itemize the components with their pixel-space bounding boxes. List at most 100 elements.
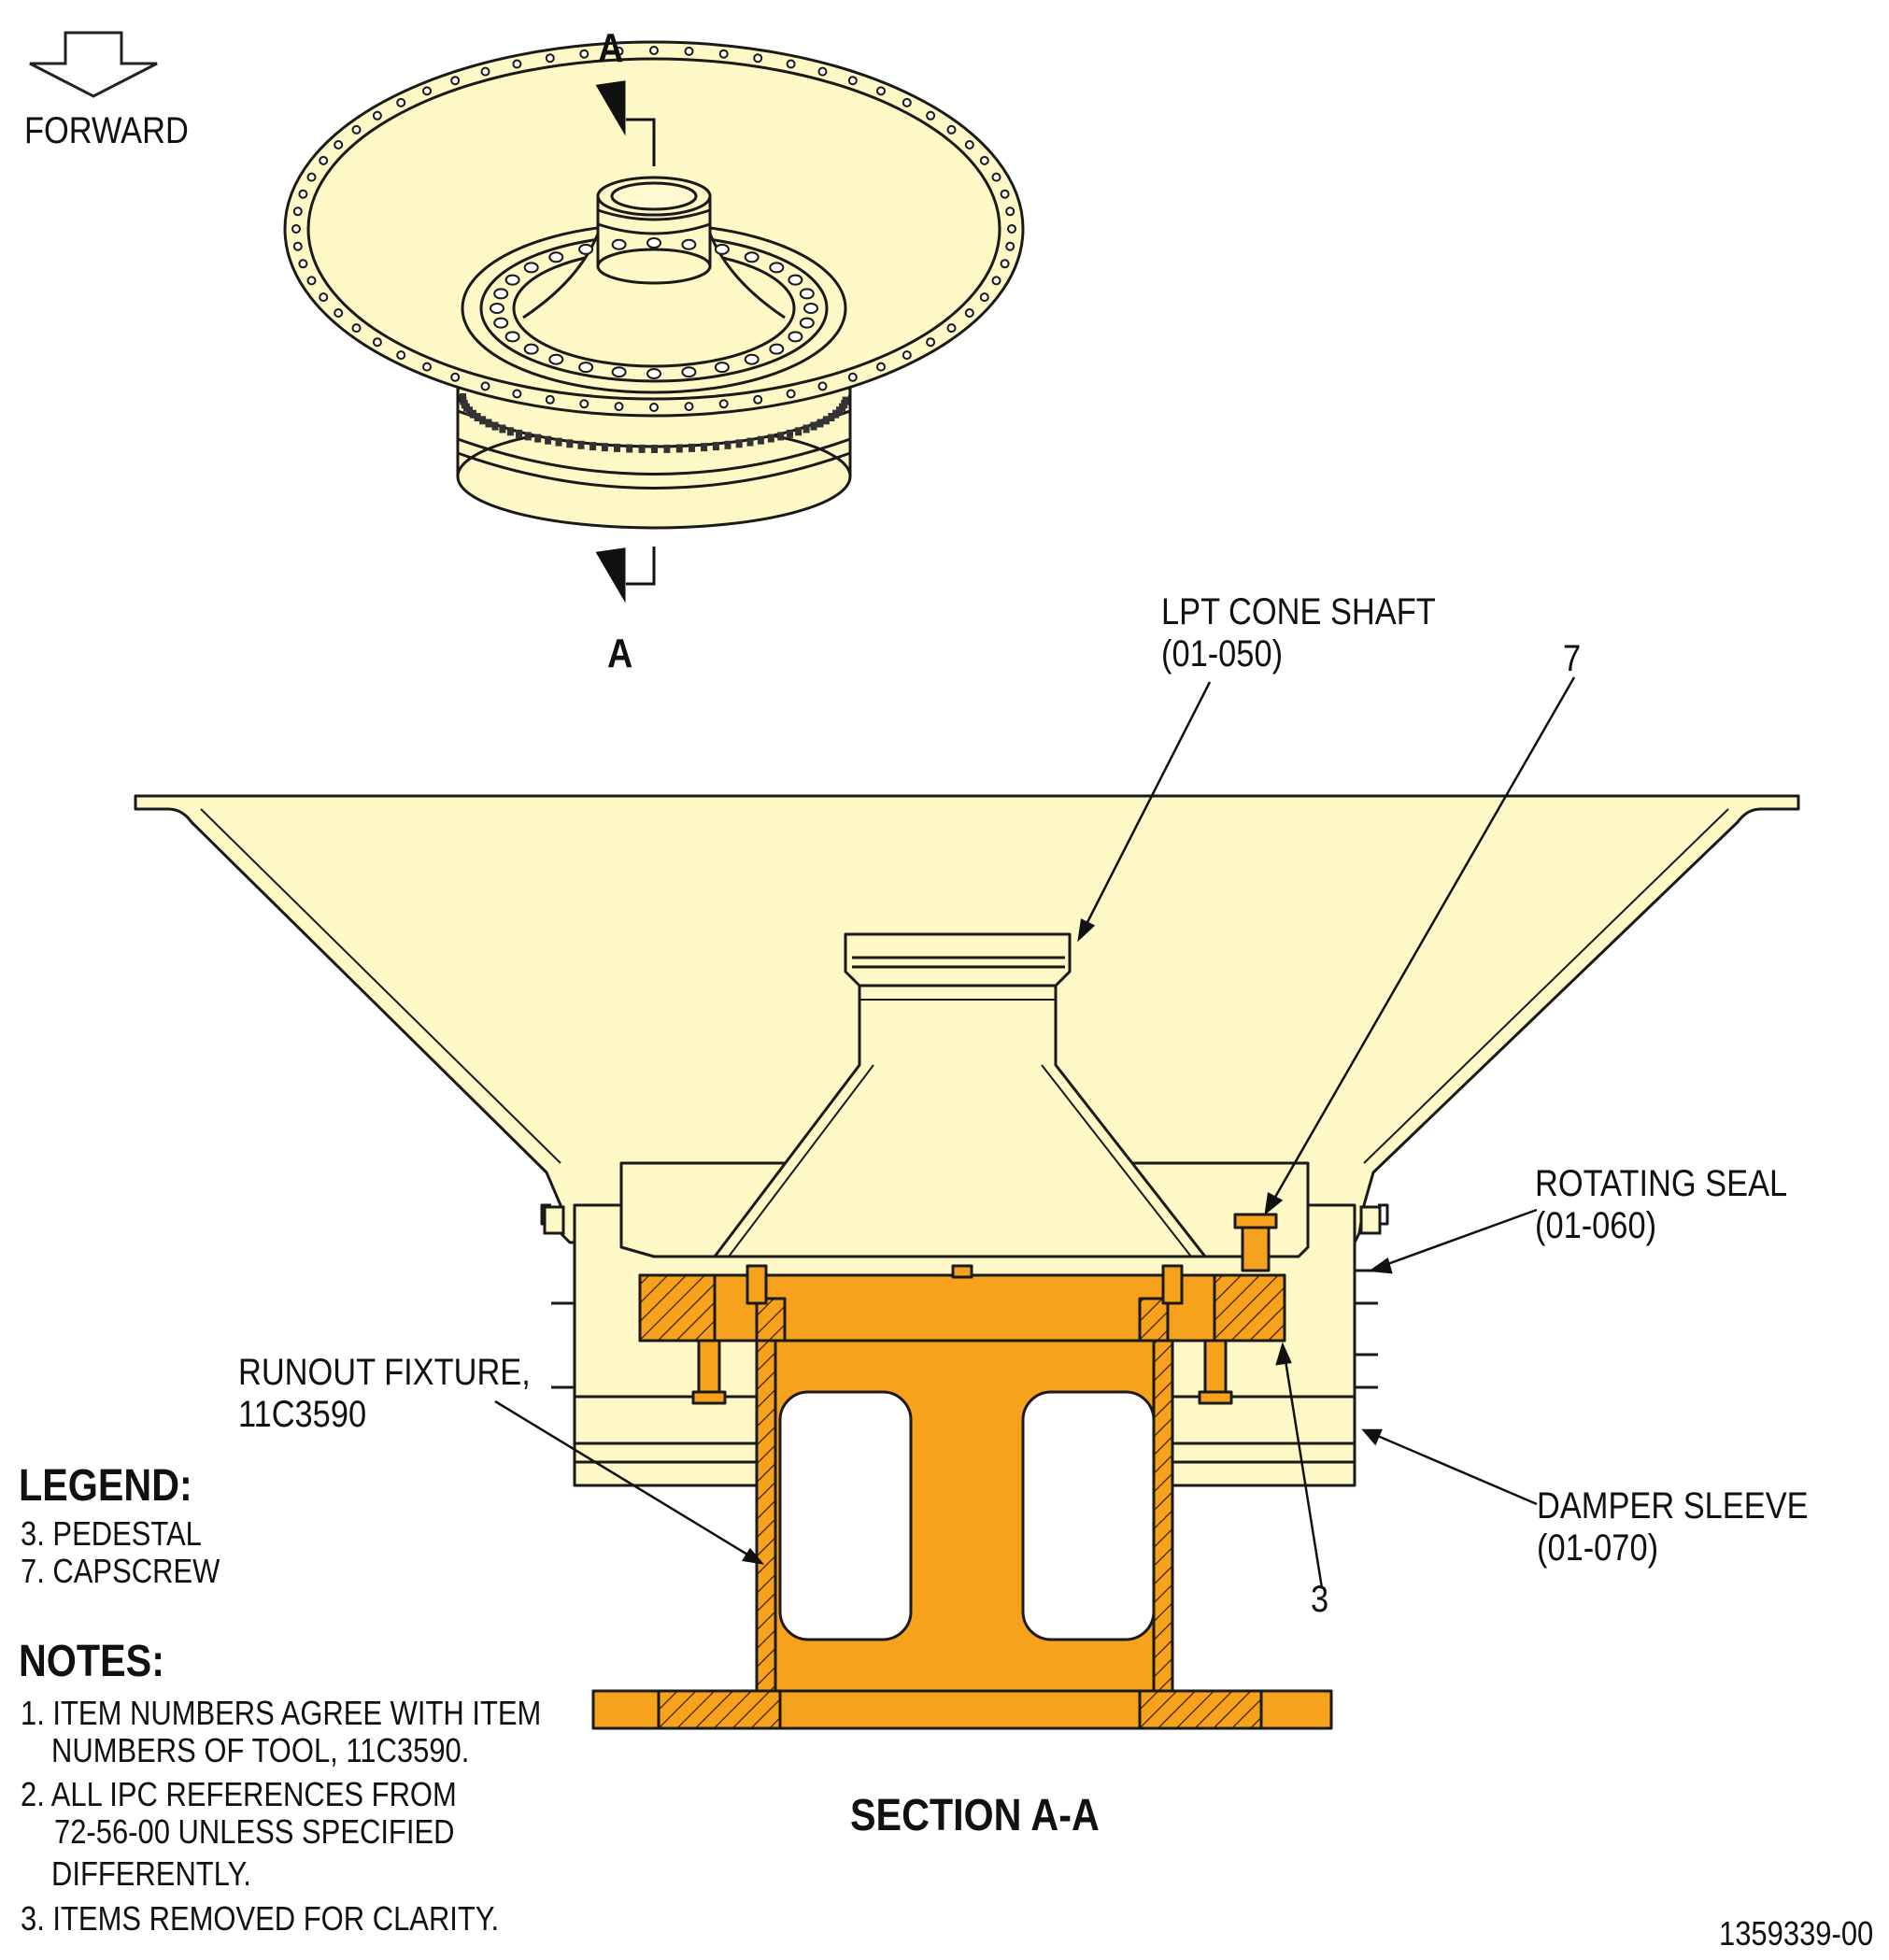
section-arrow-top-icon	[595, 80, 656, 166]
damper-tooth	[701, 443, 708, 452]
rim-bolt-hole	[545, 394, 555, 405]
callout-item-3: 3	[1311, 1579, 1329, 1620]
flange-hole	[548, 353, 564, 365]
runout-fixture	[591, 1213, 1333, 1730]
rim-bolt-hole	[991, 276, 1001, 286]
rim-bolt-hole	[649, 46, 659, 55]
iso-assembly	[283, 40, 1025, 530]
damper-tooth	[663, 444, 671, 453]
rim-bolt-hole	[334, 308, 344, 318]
flange-hole	[578, 362, 594, 374]
damper-tooth	[689, 443, 695, 452]
flange-hole	[646, 237, 661, 249]
rim-bolt-hole	[926, 110, 936, 121]
damper-tooth	[817, 419, 824, 428]
flange-hole	[504, 274, 520, 286]
damper-tooth	[802, 424, 810, 433]
legend-item-7: 7. CAPSCREW	[21, 1552, 220, 1590]
rim-bolt-hole	[786, 59, 796, 69]
rim-bolt-hole	[545, 53, 555, 64]
rim-bolt-hole	[372, 337, 382, 348]
note-3-line-1: 3. ITEMS REMOVED FOR CLARITY.	[21, 1899, 500, 1938]
rim-bolt-hole	[684, 402, 694, 412]
rim-bolt-hole	[614, 402, 624, 412]
rim-bolt-hole	[512, 59, 522, 69]
callout-runout-fixture-ref: 11C3590	[238, 1394, 367, 1435]
damper-tooth	[479, 416, 487, 425]
damper-tooth	[499, 424, 506, 433]
rim-bolt-hole	[753, 394, 763, 405]
rim-bolt-hole	[306, 172, 317, 182]
damper-tooth	[601, 443, 608, 452]
figure-id: 1359339-00	[1719, 1914, 1874, 1953]
callout-rotating-seal-name: ROTATING SEAL	[1535, 1163, 1788, 1204]
rim-bolt-hole	[684, 46, 694, 56]
damper-tooth	[626, 444, 633, 453]
forward-arrow-icon	[29, 31, 158, 98]
damper-tooth	[735, 439, 743, 448]
flange-hole	[799, 288, 815, 300]
rim-bolt-hole	[450, 372, 461, 382]
flange-hole	[799, 317, 815, 329]
section-marker-top: A	[598, 25, 624, 71]
legend-title: LEGEND:	[19, 1461, 192, 1511]
flange-hole	[578, 243, 594, 255]
damper-tooth	[474, 413, 481, 421]
flange-hole	[744, 251, 760, 263]
flange-hole	[681, 366, 697, 378]
flange-hole	[523, 262, 539, 274]
flange-hole	[681, 238, 697, 250]
note-2-line-2: 72-56-00 UNLESS SPECIFIED	[54, 1812, 455, 1851]
damper-tooth	[787, 429, 793, 438]
rim-bolt-hole	[319, 155, 329, 165]
rim-bolt-hole	[579, 49, 589, 59]
rim-bolt-hole	[1005, 206, 1016, 217]
flange-hole	[523, 343, 539, 355]
flange-hole	[646, 368, 661, 379]
rim-bolt-hole	[396, 350, 406, 361]
flange-hole	[611, 238, 627, 250]
section-arrow-bottom-icon	[595, 547, 656, 604]
damper-tooth	[810, 421, 817, 431]
rim-bolt-hole	[396, 97, 406, 107]
rim-bolt-hole	[902, 97, 912, 107]
rim-bolt-hole	[372, 110, 382, 121]
flange-hole	[769, 262, 785, 274]
rim-bolt-hole	[291, 224, 301, 234]
flange-hole	[788, 274, 803, 286]
callout-damper-sleeve-name: DAMPER SLEEVE	[1537, 1485, 1809, 1527]
damper-tooth	[724, 440, 731, 449]
damper-tooth	[577, 440, 585, 449]
flange-hole	[493, 288, 509, 300]
rim-bolt-hole	[718, 49, 729, 59]
flange-hole	[803, 303, 818, 314]
rim-bolt-hole	[292, 206, 303, 217]
note-1-line-1: 1. ITEM NUMBERS AGREE WITH ITEM	[21, 1694, 542, 1732]
rim-bolt-hole	[480, 381, 490, 391]
damper-tooth	[822, 416, 830, 425]
rim-bolt-hole	[1005, 241, 1016, 251]
callout-lpt-cone-shaft-name: LPT CONE SHAFT	[1161, 591, 1436, 632]
damper-tooth	[566, 439, 574, 448]
rim-bolt-hole	[847, 76, 858, 86]
damper-tooth	[651, 445, 658, 453]
rim-bolt-hole	[422, 86, 432, 96]
rim-bolt-hole	[946, 124, 957, 135]
damper-tooth	[466, 406, 473, 416]
flange-hole	[493, 317, 509, 329]
nut-icons	[543, 1205, 1382, 1235]
rim-bolt-hole	[817, 381, 828, 391]
rim-bolt-hole	[979, 292, 989, 303]
legend-item-3: 3. PEDESTAL	[21, 1514, 202, 1553]
damper-tooth	[746, 437, 754, 447]
flange-hole	[611, 366, 627, 378]
rim-bolt-hole	[334, 140, 344, 149]
flange-holes	[490, 237, 818, 379]
rotating-seal-fins	[551, 1269, 1378, 1389]
rim-bolt-hole	[292, 241, 303, 251]
rim-bolt-hole	[876, 362, 886, 372]
damper-tooth	[614, 443, 620, 452]
callout-runout-fixture-name: RUNOUT FIXTURE,	[238, 1352, 531, 1393]
callout-item-7: 7	[1563, 638, 1582, 679]
